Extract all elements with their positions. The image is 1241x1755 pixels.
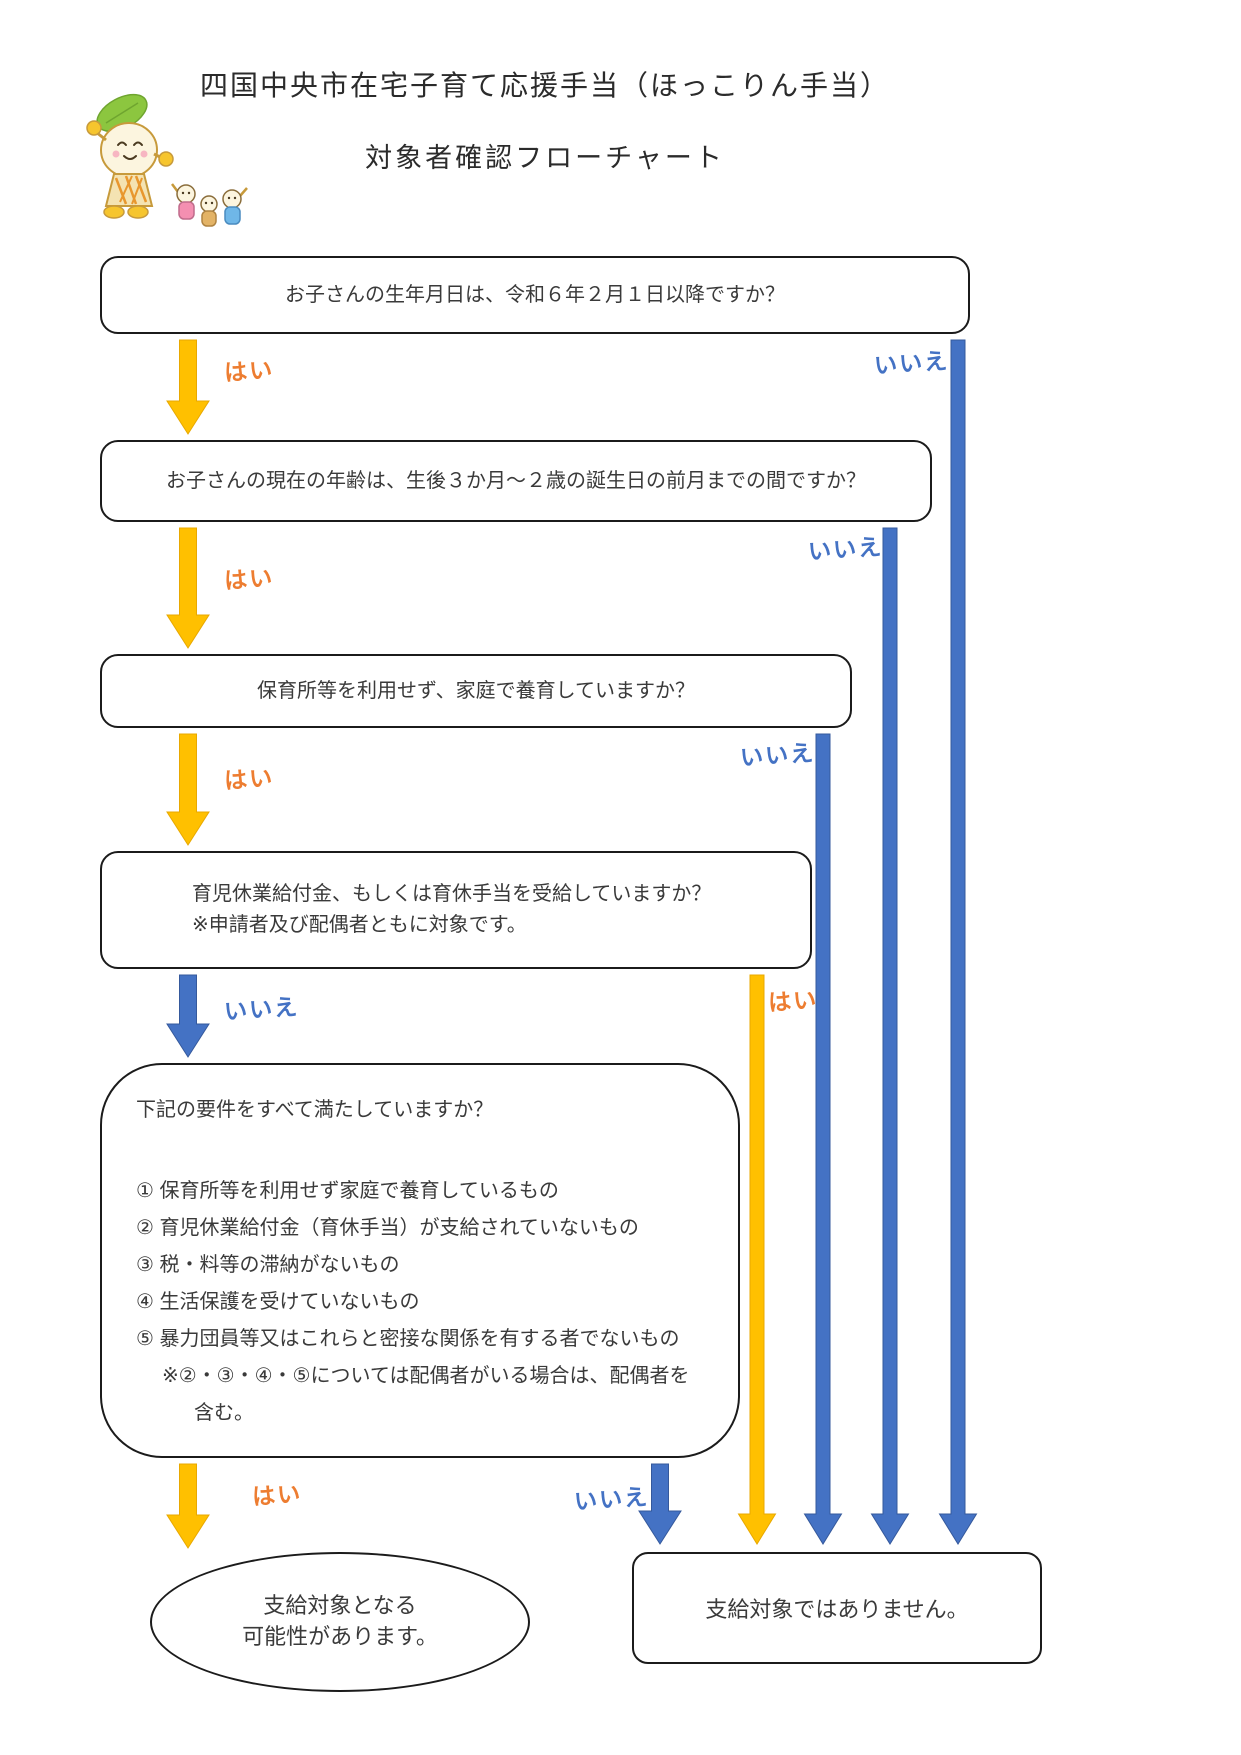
page-subtitle: 対象者確認フローチャート — [365, 143, 725, 173]
question-note: ※申請者及び配偶者ともに対象です。 — [192, 914, 527, 936]
requirement-item: ⑤ 暴力団員等又はこれらと密接な関係を有する者でないもの — [136, 1328, 680, 1350]
q2-yes-arrow — [166, 527, 210, 649]
requirement-item: ② 育児休業給付金（育休手当）が支給されていないもの — [136, 1217, 639, 1239]
page-title: 四国中央市在宅子育て応援手当（ほっこりん手当） — [199, 70, 890, 101]
q1-no-long-arrow — [938, 339, 978, 1545]
requirement-note: 含む。 — [194, 1402, 254, 1424]
flow-node-birthdate-question: お子さんの生年月日は、令和６年２月１日以降ですか？ — [100, 256, 970, 334]
question-text: 育児休業給付金、もしくは育休手当を受給していますか？ — [192, 883, 712, 905]
result-eligible-oval: 支給対象となる 可能性があります。 — [150, 1552, 530, 1692]
result-text-line1: 支給対象となる — [263, 1593, 417, 1619]
question-text: お子さんの生年月日は、令和６年２月１日以降ですか？ — [285, 283, 785, 306]
flow-node-benefit-question: 育児休業給付金、もしくは育休手当を受給していますか？ ※申請者及び配偶者ともに対… — [100, 851, 812, 969]
question-text: 保育所等を利用せず、家庭で養育していますか？ — [257, 679, 695, 702]
requirement-item: ④ 生活保護を受けていないもの — [136, 1291, 420, 1313]
q2-no-long-arrow — [870, 527, 910, 1545]
label-q5-yes: はい — [251, 1480, 303, 1510]
q1-yes-arrow — [166, 339, 210, 435]
q5-yes-arrow — [166, 1463, 210, 1549]
label-q3-yes: はい — [223, 764, 275, 794]
label-q4-yes: はい — [767, 986, 819, 1016]
question-text: お子さんの現在の年齢は、生後３か月～２歳の誕生日の前月までの間ですか？ — [166, 469, 866, 492]
q4-no-arrow — [166, 974, 210, 1058]
mascot-main-character — [86, 93, 174, 219]
requirement-item: ① 保育所等を利用せず家庭で養育しているもの — [136, 1180, 559, 1202]
label-q3-no: いいえ — [739, 739, 816, 771]
label-q2-yes: はい — [223, 564, 275, 594]
mascot-children — [171, 183, 248, 227]
label-q5-no: いいえ — [573, 1483, 650, 1515]
question-text: 下記の要件をすべて満たしていますか？ — [136, 1099, 494, 1121]
mascot-illustration — [86, 93, 248, 227]
label-q1-no: いいえ — [873, 347, 950, 379]
requirement-note: ※②・③・④・⑤については配偶者がいる場合は、配偶者を — [162, 1365, 690, 1387]
result-text-line2: 可能性があります。 — [242, 1624, 438, 1649]
q4-yes-long-arrow — [737, 974, 777, 1545]
q3-yes-arrow — [166, 733, 210, 846]
q5-no-arrow — [638, 1463, 682, 1545]
flow-node-requirements-question: 下記の要件をすべて満たしていますか？ ① 保育所等を利用せず家庭で養育しているも… — [100, 1063, 740, 1458]
result-not-eligible-box: 支給対象ではありません。 — [632, 1552, 1042, 1664]
flow-node-age-question: お子さんの現在の年齢は、生後３か月～２歳の誕生日の前月までの間ですか？ — [100, 440, 932, 522]
label-q4-no: いいえ — [223, 993, 300, 1025]
requirement-item: ③ 税・料等の滞納がないもの — [136, 1254, 400, 1276]
label-q2-no: いいえ — [807, 533, 884, 565]
label-q1-yes: はい — [223, 356, 275, 386]
flow-node-home-care-question: 保育所等を利用せず、家庭で養育していますか？ — [100, 654, 852, 728]
result-text: 支給対象ではありません。 — [705, 1597, 969, 1622]
q3-no-long-arrow — [803, 733, 843, 1545]
